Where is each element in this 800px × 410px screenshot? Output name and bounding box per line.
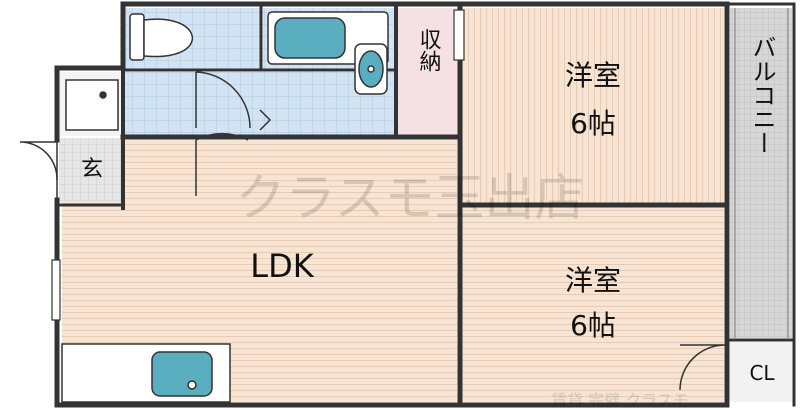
storage-label: 収納 [416, 28, 442, 72]
western-room-bottom-floor [462, 207, 724, 402]
ldk-label: LDK [250, 247, 314, 285]
washroom-floor [125, 72, 395, 135]
western-room-top-label: 洋室 [565, 59, 621, 92]
balcony-railing [734, 8, 789, 338]
entrance-floor [59, 138, 123, 202]
windows [51, 9, 465, 321]
footer-watermark-text: 賃貸 完璧 クラスモ [551, 391, 689, 410]
closet-area [730, 342, 792, 402]
storage-area [397, 8, 459, 135]
balcony-label: バルコニー [748, 35, 776, 155]
balcony-area [730, 8, 792, 338]
western-room-top-size: 6帖 [570, 107, 616, 140]
western-room-bottom-label: 洋室 [565, 264, 621, 297]
western-room-bottom-size: 6帖 [570, 309, 616, 342]
toilet-fixture [129, 13, 194, 61]
western-room-top-floor [462, 8, 724, 203]
kitchen-counter [61, 343, 231, 403]
watermark-text: クラスモ玉出店 [236, 169, 585, 227]
closet-label: CL [749, 361, 775, 385]
entrance-label: 玄 [81, 157, 103, 182]
walls [54, 1, 796, 408]
shoe-cabinet-fixture [65, 79, 119, 131]
door-swings [19, 71, 726, 391]
wash-basin-fixture [354, 43, 388, 95]
